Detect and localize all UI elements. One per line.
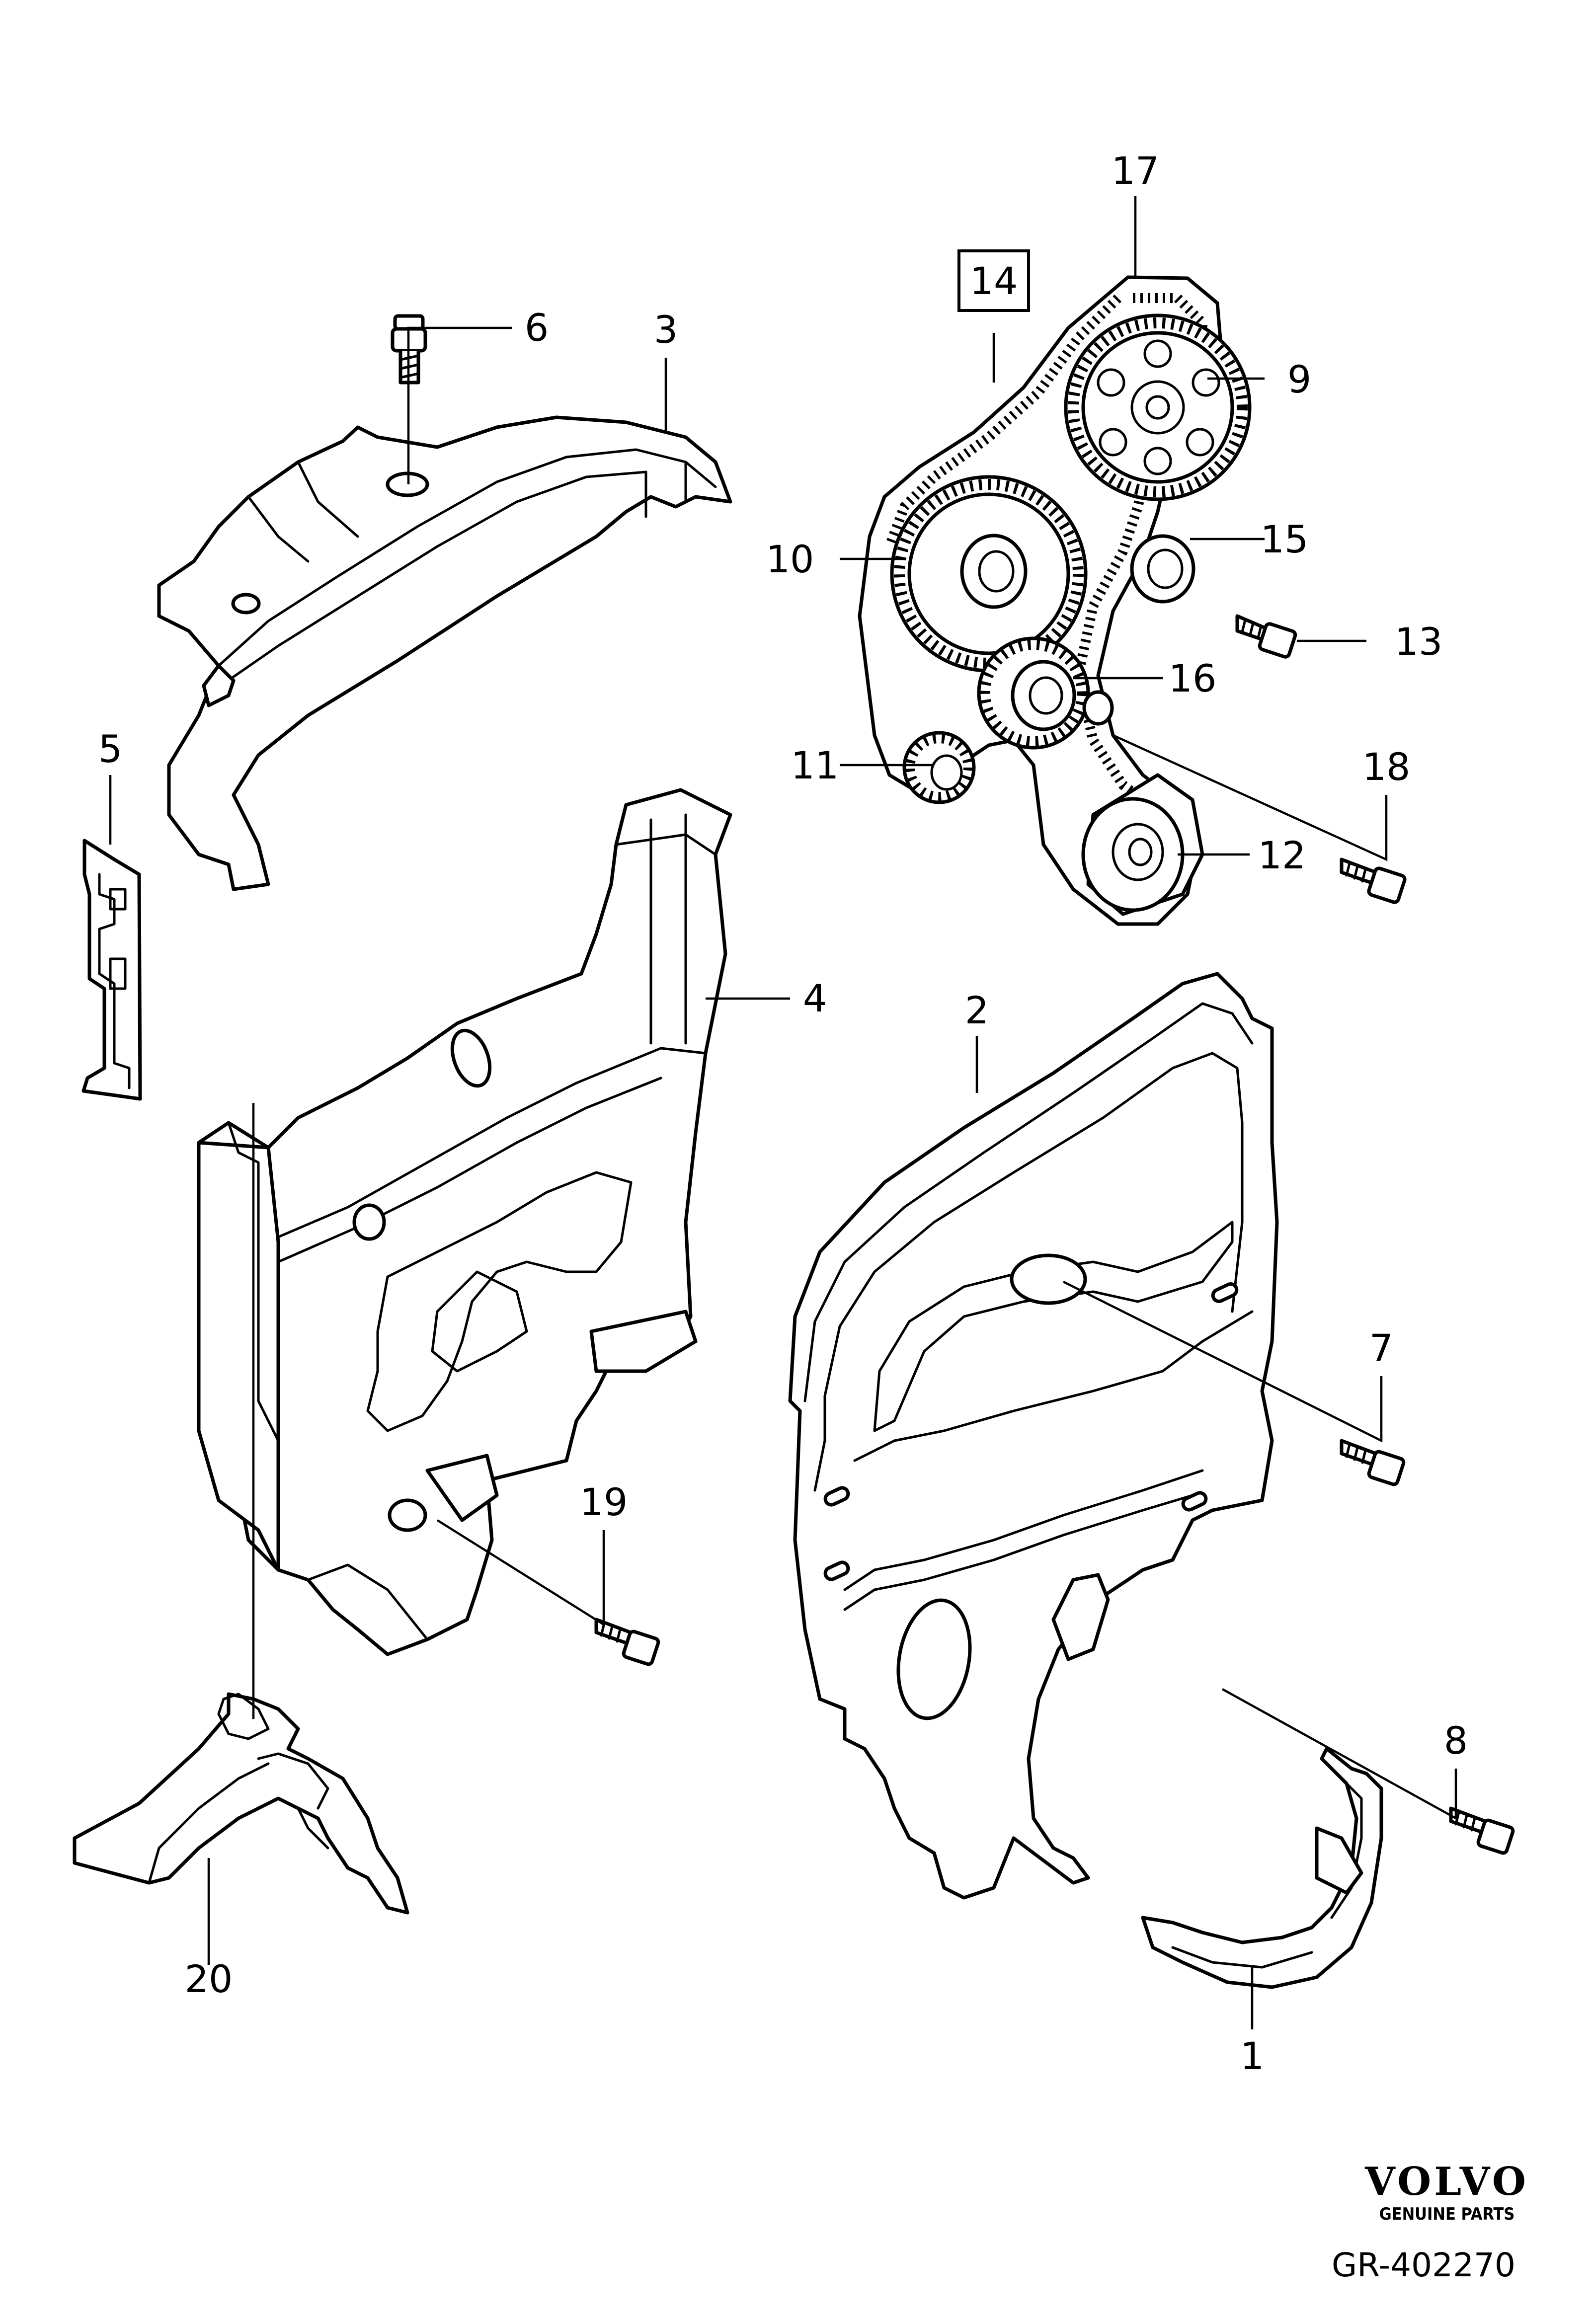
brand-block: VOLVO GENUINE PARTS GR-402270: [1332, 2159, 1529, 2284]
bolt-18: [1340, 857, 1407, 904]
brand-logo: VOLVO: [1364, 2159, 1529, 2204]
leader-lines: [109, 196, 1457, 2029]
callout-6: 6: [525, 306, 549, 350]
callout-8: 8: [1444, 1718, 1468, 1763]
callout-14: 14: [970, 259, 1018, 303]
callout-16: 16: [1169, 656, 1217, 700]
diagram-reference: GR-402270: [1332, 2246, 1515, 2284]
outer-cover-2: [788, 972, 1279, 1900]
callout-12: 12: [1258, 833, 1306, 877]
callout-9: 9: [1287, 357, 1311, 401]
callout-7: 7: [1369, 1326, 1393, 1370]
callout-19: 19: [580, 1480, 628, 1524]
callout-15: 15: [1261, 517, 1309, 561]
timing-belt-assembly: [858, 275, 1252, 926]
callout-1: 1: [1240, 2034, 1264, 2078]
callout-labels: 1 2 3 4 5 6 7 8 9 10 11 12 13 14 15 16 1…: [98, 149, 1468, 2078]
bolt-13: [1235, 614, 1297, 659]
bolt-7: [1340, 1439, 1406, 1486]
bolt-19: [594, 1618, 660, 1666]
lower-shield-1: [1141, 1747, 1383, 1989]
callout-13: 13: [1395, 620, 1443, 664]
callout-5: 5: [98, 727, 122, 771]
callout-18: 18: [1362, 745, 1411, 789]
guide-20: [73, 1692, 409, 1915]
callout-10: 10: [766, 537, 814, 581]
callout-17: 17: [1112, 149, 1160, 193]
callout-4: 4: [803, 976, 827, 1020]
callout-2: 2: [965, 988, 989, 1032]
upper-cover-3: [157, 415, 732, 891]
inner-cover-4: [197, 788, 732, 1656]
callout-20: 20: [185, 1957, 233, 2001]
callout-11: 11: [791, 743, 839, 787]
bracket-5: [81, 839, 142, 1101]
brand-tagline: GENUINE PARTS: [1379, 2204, 1515, 2224]
callout-3: 3: [654, 308, 678, 352]
callout-14-box: [957, 249, 1030, 312]
bolt-8: [1449, 1806, 1515, 1855]
